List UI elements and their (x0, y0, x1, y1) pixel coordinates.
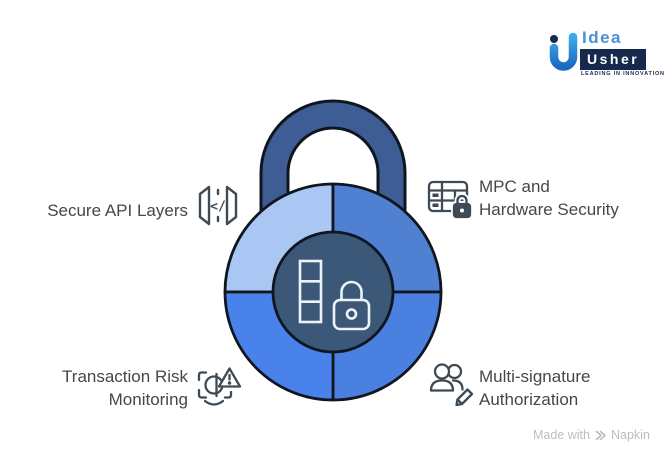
lock-icon (332, 280, 371, 331)
logo-tagline: LEADING IN INNOVATION (581, 71, 665, 77)
label-transaction-risk-monitoring: Transaction Risk Monitoring (62, 366, 188, 411)
label-mpc-hardware-security: MPC and Hardware Security (479, 176, 619, 221)
padlock-center-hub (271, 230, 395, 354)
api-layers-icon: </ (196, 183, 240, 228)
label-line: Transaction Risk (62, 367, 188, 386)
napkin-icon (595, 430, 606, 440)
made-with-napkin: Made with Napkin (533, 428, 650, 442)
idea-usher-logo: Idea Usher LEADING IN INNOVATION (545, 28, 664, 82)
logo-brand-bottom: Usher (580, 49, 647, 70)
label-line: Secure API Layers (47, 201, 188, 220)
label-line: MPC and (479, 177, 550, 196)
label-line: Multi-signature (479, 367, 591, 386)
label-line: Monitoring (108, 389, 188, 409)
made-with-text: Made with (533, 428, 590, 442)
server-lock-icon (426, 177, 474, 223)
risk-alert-icon (195, 366, 243, 411)
label-multi-signature-authorization: Multi-signature Authorization (479, 366, 591, 411)
logo-u-icon (549, 32, 578, 71)
padlock-shackle (259, 99, 407, 232)
napkin-brand-text: Napkin (610, 428, 650, 442)
label-line: Hardware Security (479, 199, 619, 219)
stack-icon (298, 259, 323, 324)
svg-text:</: </ (210, 200, 226, 215)
label-secure-api-layers: Secure API Layers (47, 200, 188, 223)
logo-brand-top: Idea (582, 28, 623, 47)
label-line: Authorization (479, 389, 579, 409)
users-signature-icon (426, 359, 476, 411)
